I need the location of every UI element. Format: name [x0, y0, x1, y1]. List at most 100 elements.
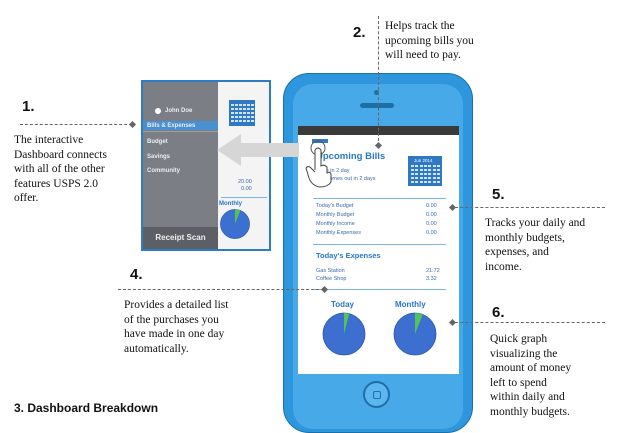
pie-spent-slice [344, 313, 350, 334]
menu-item-bills[interactable]: Bills & Expenses [147, 123, 196, 129]
callout-6-leader [455, 322, 605, 323]
divider-3 [313, 289, 446, 290]
phone-camera [374, 90, 379, 95]
callout-5-leader [455, 207, 605, 208]
callout-2-text: Helps track the upcoming bills you will … [385, 19, 474, 63]
calendar-day [239, 104, 242, 106]
pie-spent-slice [235, 209, 241, 224]
calendar-day [247, 116, 250, 118]
calendar-day [432, 165, 436, 167]
calendar-day [247, 104, 250, 106]
calendar-day [415, 173, 419, 175]
calendar-day [251, 112, 254, 114]
callout-1-marker [128, 120, 137, 129]
calendar-day [235, 104, 238, 106]
callout-6-line: within daily and [490, 391, 565, 403]
callout-2-line: upcoming bills you [385, 34, 474, 47]
calendar-day [231, 112, 234, 114]
receipt-scan-button[interactable]: Receipt Scan [143, 227, 218, 249]
calendar-day [436, 173, 440, 175]
calendar-day [239, 116, 242, 118]
callout-2-leader [378, 16, 379, 146]
calendar-day [411, 177, 414, 179]
menu-item-savings[interactable]: Savings [147, 154, 171, 160]
callout-5-text: Tracks your daily and monthly budgets, e… [485, 216, 585, 274]
calendar-day [428, 181, 432, 183]
callout-4-number: 4. [130, 266, 143, 283]
callout-6-line: visualizing the [490, 347, 558, 360]
calendar-widget[interactable]: Jun 2014 [408, 156, 442, 186]
budget-row-label: Monthly Income [316, 221, 355, 227]
calendar-day [239, 112, 242, 114]
calendar-day [251, 104, 254, 106]
calendar-day [432, 181, 436, 183]
menu-divider [143, 131, 218, 132]
callout-6-line: left to spend [490, 376, 547, 389]
calendar-day [415, 177, 419, 179]
callout-6-line: monthly budgets. [490, 405, 570, 418]
phone-screen: Upcoming Bills 1 due in 2 day Bills come… [298, 126, 459, 374]
calendar-day [415, 169, 419, 171]
chart-today-title: Today [331, 300, 354, 309]
calendar-day [411, 173, 414, 175]
budget-row-label: Monthly Budget [316, 212, 355, 218]
home-button[interactable] [363, 381, 390, 408]
callout-4-line: Provides a detailed list [124, 299, 229, 311]
callout-4-line: automatically. [124, 342, 189, 355]
calendar-day [251, 108, 254, 110]
menu-item-community[interactable]: Community [147, 168, 180, 174]
budget-row-value: 0.00 [426, 221, 437, 227]
expense-row-value: 3.32 [426, 276, 437, 282]
pie-chart-monthly[interactable] [392, 311, 438, 357]
calendar-day [423, 169, 427, 171]
calendar-day [231, 108, 234, 110]
divider-1 [313, 198, 446, 199]
calendar-day [411, 165, 414, 167]
calendar-day [419, 177, 423, 179]
calendar-day [423, 165, 427, 167]
callout-4-line: of the purchases you [124, 313, 219, 326]
callout-5-number: 5. [492, 186, 505, 203]
callout-1-line: The interactive [14, 134, 84, 146]
budget-row-label: Today's Budget [316, 203, 354, 209]
calendar-day [419, 181, 423, 183]
pie-spent-slice [415, 313, 423, 334]
calendar-day [239, 108, 242, 110]
calendar-day [231, 116, 234, 118]
figure-title: 3. Dashboard Breakdown [14, 401, 159, 415]
menu-user-name: John Doe [165, 108, 193, 114]
pie-chart-today[interactable] [321, 311, 367, 357]
menu-panel: John Doe Bills & Expenses Budget Savings… [143, 82, 218, 249]
menu-selected-highlight [143, 121, 218, 130]
menu-item-budget[interactable]: Budget [147, 139, 168, 145]
calendar-day [243, 116, 246, 118]
expenses-title: Today's Expenses [316, 251, 381, 260]
expense-row-label: Gas Station [316, 268, 345, 274]
calendar-day [235, 108, 238, 110]
calendar-day [247, 108, 250, 110]
callout-1-number: 1. [22, 98, 35, 115]
divider-2 [313, 244, 446, 245]
calendar-day [247, 120, 250, 122]
callout-6-number: 6. [492, 304, 505, 321]
menu-side-value-2: 0.00 [241, 186, 252, 192]
callout-1-line: Dashboard connects [14, 148, 107, 161]
calendar-day [231, 120, 234, 122]
calendar-day [251, 116, 254, 118]
calendar-day [243, 120, 246, 122]
expense-row-label: Coffee Shop [316, 276, 347, 282]
callout-1-line: with all of the other [14, 163, 105, 175]
calendar-day [428, 173, 432, 175]
callout-2-line: will need to pay. [385, 49, 461, 61]
callout-5-line: expenses, and [485, 246, 549, 258]
menu-screenshot: John Doe Bills & Expenses Budget Savings… [141, 80, 271, 251]
callout-1-leader [20, 124, 132, 125]
callout-5-line: Tracks your daily and [485, 217, 586, 229]
tap-hand-icon [305, 140, 332, 188]
calendar-day [428, 177, 432, 179]
arrow-left-icon [217, 134, 241, 166]
calendar-day [436, 177, 440, 179]
calendar-day [243, 104, 246, 106]
calendar-day [231, 104, 234, 106]
menu-side-value-1: 20.00 [238, 179, 252, 185]
